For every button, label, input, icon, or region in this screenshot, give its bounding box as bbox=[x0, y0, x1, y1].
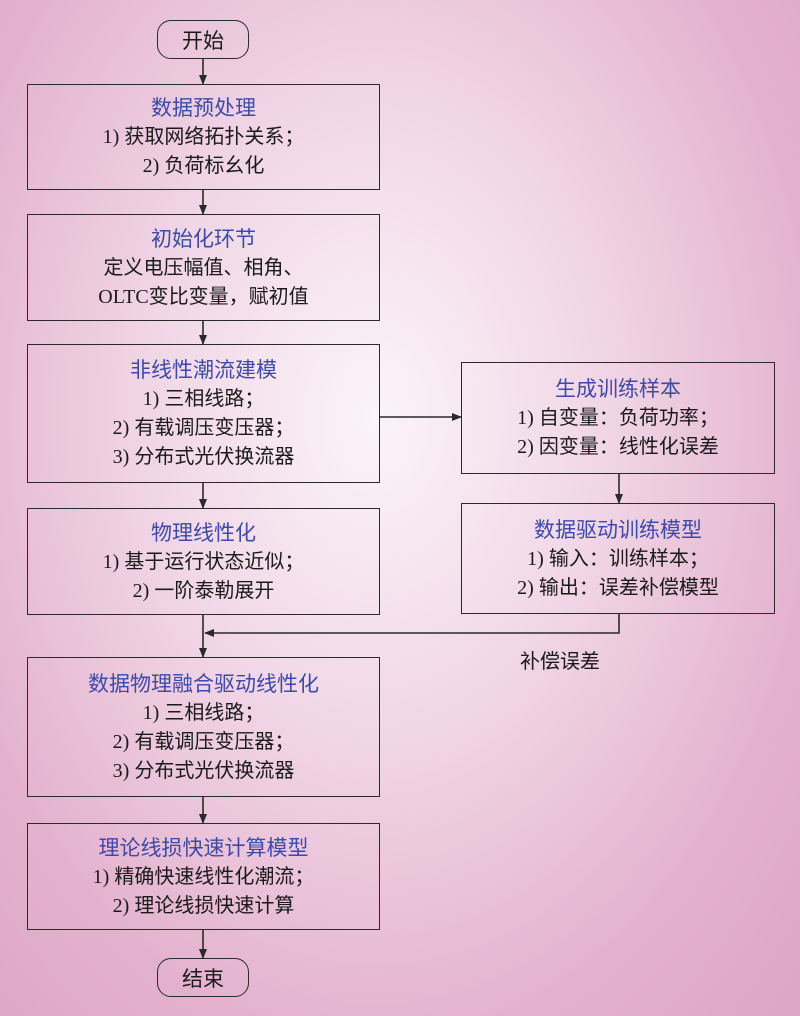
arrow-compensation bbox=[204, 614, 620, 637]
nonlinear-title: 非线性潮流建模 bbox=[130, 358, 277, 382]
fastcalc-line-2: 2) 理论线损快速计算 bbox=[112, 894, 295, 917]
fastcalc-title: 理论线损快速计算模型 bbox=[98, 835, 309, 860]
init-line-1: 定义电压幅值、相角、 bbox=[103, 256, 304, 279]
samples-line-2: 2) 因变量：线性化误差 bbox=[517, 436, 719, 458]
nonlinear-line-3: 3) 分布式光伏换流器 bbox=[112, 446, 295, 468]
fusion-title: 数据物理融合驱动线性化 bbox=[88, 671, 319, 696]
fusion-line-2: 2) 有载调压变压器； bbox=[112, 730, 295, 753]
fusion-line-1: 1) 三相线路； bbox=[142, 701, 265, 724]
preprocess-title: 数据预处理 bbox=[151, 96, 256, 120]
preprocess-line-2: 2) 负荷标幺化 bbox=[142, 155, 265, 177]
end-terminal: 结束 bbox=[157, 958, 249, 997]
fusion-box: 数据物理融合驱动线性化 1) 三相线路； 2) 有载调压变压器； 3) 分布式光… bbox=[27, 657, 380, 797]
preprocess-line-1: 1) 获取网络拓扑关系； bbox=[102, 126, 305, 148]
samples-title: 生成训练样本 bbox=[555, 377, 681, 401]
preprocess-box: 数据预处理 1) 获取网络拓扑关系； 2) 负荷标幺化 bbox=[27, 84, 380, 190]
physical-line-1: 1) 基于运行状态近似； bbox=[102, 550, 305, 573]
nonlinear-line-1: 1) 三相线路； bbox=[142, 388, 265, 410]
end-label: 结束 bbox=[182, 966, 224, 991]
start-terminal: 开始 bbox=[157, 20, 249, 59]
samples-box: 生成训练样本 1) 自变量：负荷功率； 2) 因变量：线性化误差 bbox=[461, 362, 775, 474]
init-box: 初始化环节 定义电压幅值、相角、 OLTC变比变量，赋初值 bbox=[27, 214, 380, 321]
compensation-label: 补偿误差 bbox=[520, 651, 600, 673]
physical-line-2: 2) 一阶泰勒展开 bbox=[132, 579, 275, 602]
init-line-2: OLTC变比变量，赋初值 bbox=[98, 285, 309, 308]
physical-box: 物理线性化 1) 基于运行状态近似； 2) 一阶泰勒展开 bbox=[27, 508, 380, 615]
datadriven-title: 数据驱动训练模型 bbox=[534, 517, 702, 542]
datadriven-box: 数据驱动训练模型 1) 输入：训练样本； 2) 输出：误差补偿模型 bbox=[461, 503, 775, 614]
datadriven-line-1: 1) 输入：训练样本； bbox=[527, 547, 709, 570]
fastcalc-line-1: 1) 精确快速线性化潮流； bbox=[92, 865, 315, 888]
nonlinear-line-2: 2) 有载调压变压器； bbox=[112, 417, 295, 439]
fastcalc-box: 理论线损快速计算模型 1) 精确快速线性化潮流； 2) 理论线损快速计算 bbox=[27, 823, 380, 930]
physical-title: 物理线性化 bbox=[151, 520, 256, 545]
datadriven-line-2: 2) 输出：误差补偿模型 bbox=[517, 576, 719, 599]
nonlinear-box: 非线性潮流建模 1) 三相线路； 2) 有载调压变压器； 3) 分布式光伏换流器 bbox=[27, 344, 380, 483]
samples-line-1: 1) 自变量：负荷功率； bbox=[517, 407, 719, 429]
init-title: 初始化环节 bbox=[151, 226, 256, 251]
fusion-line-3: 3) 分布式光伏换流器 bbox=[112, 759, 295, 782]
start-label: 开始 bbox=[182, 28, 224, 53]
